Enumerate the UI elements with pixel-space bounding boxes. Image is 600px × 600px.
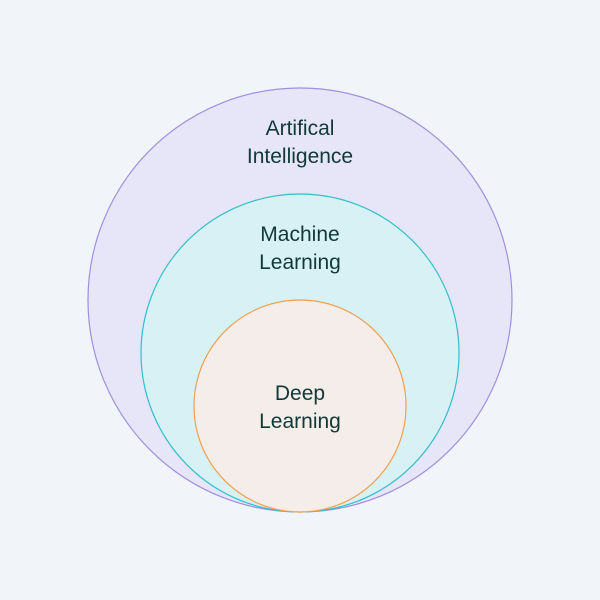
dl-label-line1: Deep [275, 382, 325, 405]
ai-label-line2: Intelligence [247, 145, 353, 168]
ai-label-line1: Artifical [266, 117, 335, 140]
dl-label-line2: Learning [259, 410, 341, 433]
ml-label-line2: Learning [259, 251, 341, 274]
dl-circle [193, 299, 407, 513]
ml-label-line1: Machine [260, 223, 339, 246]
